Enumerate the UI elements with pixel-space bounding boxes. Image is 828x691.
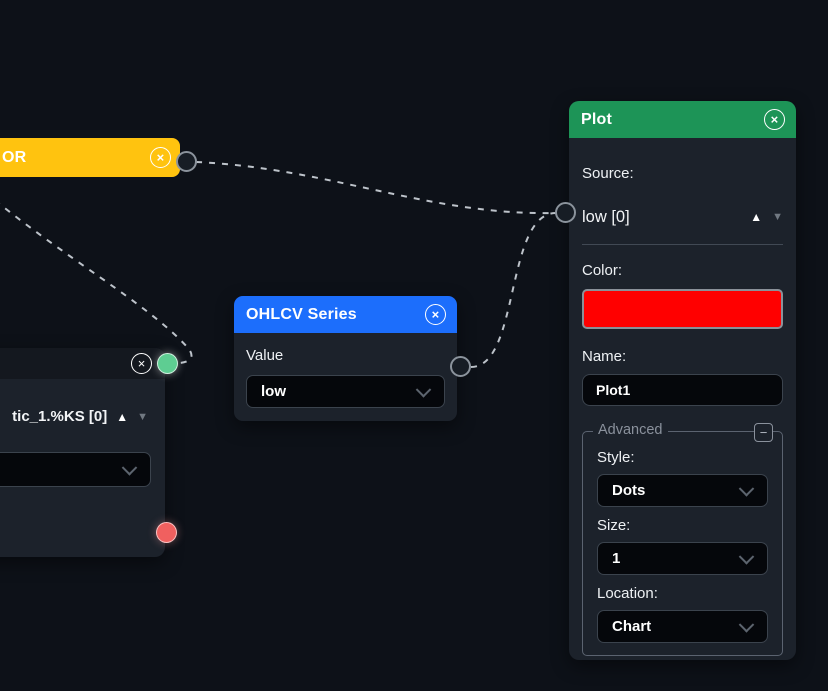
- connection-ohlcv-to-plot[interactable]: [470, 212, 557, 368]
- collapse-icon[interactable]: −: [754, 423, 773, 442]
- advanced-legend: Advanced: [593, 422, 668, 438]
- divider: [582, 244, 783, 245]
- indicator-source-value: tic_1.%KS [0]: [12, 408, 108, 425]
- plot-node-header[interactable]: Plot ×: [569, 101, 796, 138]
- color-label: Color:: [582, 262, 623, 279]
- chevron-down-icon: [738, 480, 755, 497]
- connection-or-to-plot[interactable]: [195, 161, 557, 215]
- name-input[interactable]: Plot1: [582, 374, 783, 406]
- ohlcv-node-header[interactable]: OHLCV Series ×: [234, 296, 457, 333]
- close-icon[interactable]: ×: [764, 109, 785, 130]
- location-dropdown[interactable]: Chart: [597, 610, 768, 643]
- or-node[interactable]: OR ×: [0, 138, 180, 177]
- or-node-title: OR: [2, 148, 27, 166]
- indicator-dropdown[interactable]: [0, 452, 151, 487]
- style-dropdown-selected: Dots: [612, 482, 646, 499]
- indicator-green-port[interactable]: [157, 353, 178, 374]
- value-dropdown-selected: low: [261, 383, 286, 400]
- plot-node-title: Plot: [581, 110, 613, 128]
- sort-down-icon[interactable]: ▼: [137, 410, 148, 423]
- location-dropdown-selected: Chart: [612, 618, 652, 635]
- indicator-source-row: tic_1.%KS [0] ▲ ▼: [12, 408, 148, 425]
- value-label: Value: [246, 347, 284, 364]
- advanced-group: Advanced − Style: Dots Size: 1 Location:…: [582, 422, 783, 656]
- close-icon[interactable]: ×: [131, 353, 152, 374]
- location-label: Location:: [597, 585, 658, 602]
- name-input-value: Plot1: [596, 382, 631, 398]
- style-label: Style:: [597, 449, 635, 466]
- chevron-down-icon: [738, 548, 755, 565]
- connection-edge-to-indicator[interactable]: [0, 192, 193, 364]
- sort-up-icon[interactable]: ▲: [116, 409, 129, 424]
- or-node-header[interactable]: OR ×: [0, 138, 180, 177]
- close-icon[interactable]: ×: [150, 147, 171, 168]
- color-swatch[interactable]: [582, 289, 783, 329]
- indicator-node-header[interactable]: ×: [0, 348, 165, 379]
- style-dropdown[interactable]: Dots: [597, 474, 768, 507]
- plot-node[interactable]: Plot × Source: low [0] ▲ ▼ Color: Name: …: [569, 101, 796, 660]
- name-label: Name:: [582, 348, 627, 365]
- size-label: Size:: [597, 517, 631, 534]
- size-dropdown-selected: 1: [612, 550, 621, 567]
- chevron-down-icon: [738, 616, 755, 633]
- indicator-node[interactable]: × tic_1.%KS [0] ▲ ▼: [0, 348, 165, 557]
- chevron-down-icon: [415, 381, 432, 398]
- close-icon[interactable]: ×: [425, 304, 446, 325]
- ohlcv-series-node[interactable]: OHLCV Series × Value low: [234, 296, 457, 421]
- source-value-row: low [0] ▲ ▼: [582, 206, 783, 228]
- source-value: low [0]: [582, 208, 630, 226]
- value-dropdown[interactable]: low: [246, 375, 445, 408]
- chevron-down-icon: [121, 459, 138, 476]
- plot-input-port[interactable]: [555, 202, 576, 223]
- ohlcv-output-port[interactable]: [450, 356, 471, 377]
- size-dropdown[interactable]: 1: [597, 542, 768, 575]
- ohlcv-node-title: OHLCV Series: [246, 305, 357, 323]
- indicator-red-port[interactable]: [156, 522, 177, 543]
- sort-down-icon[interactable]: ▼: [772, 211, 783, 223]
- or-output-port[interactable]: [176, 151, 197, 172]
- sort-up-icon[interactable]: ▲: [750, 210, 763, 224]
- source-label: Source:: [582, 165, 634, 182]
